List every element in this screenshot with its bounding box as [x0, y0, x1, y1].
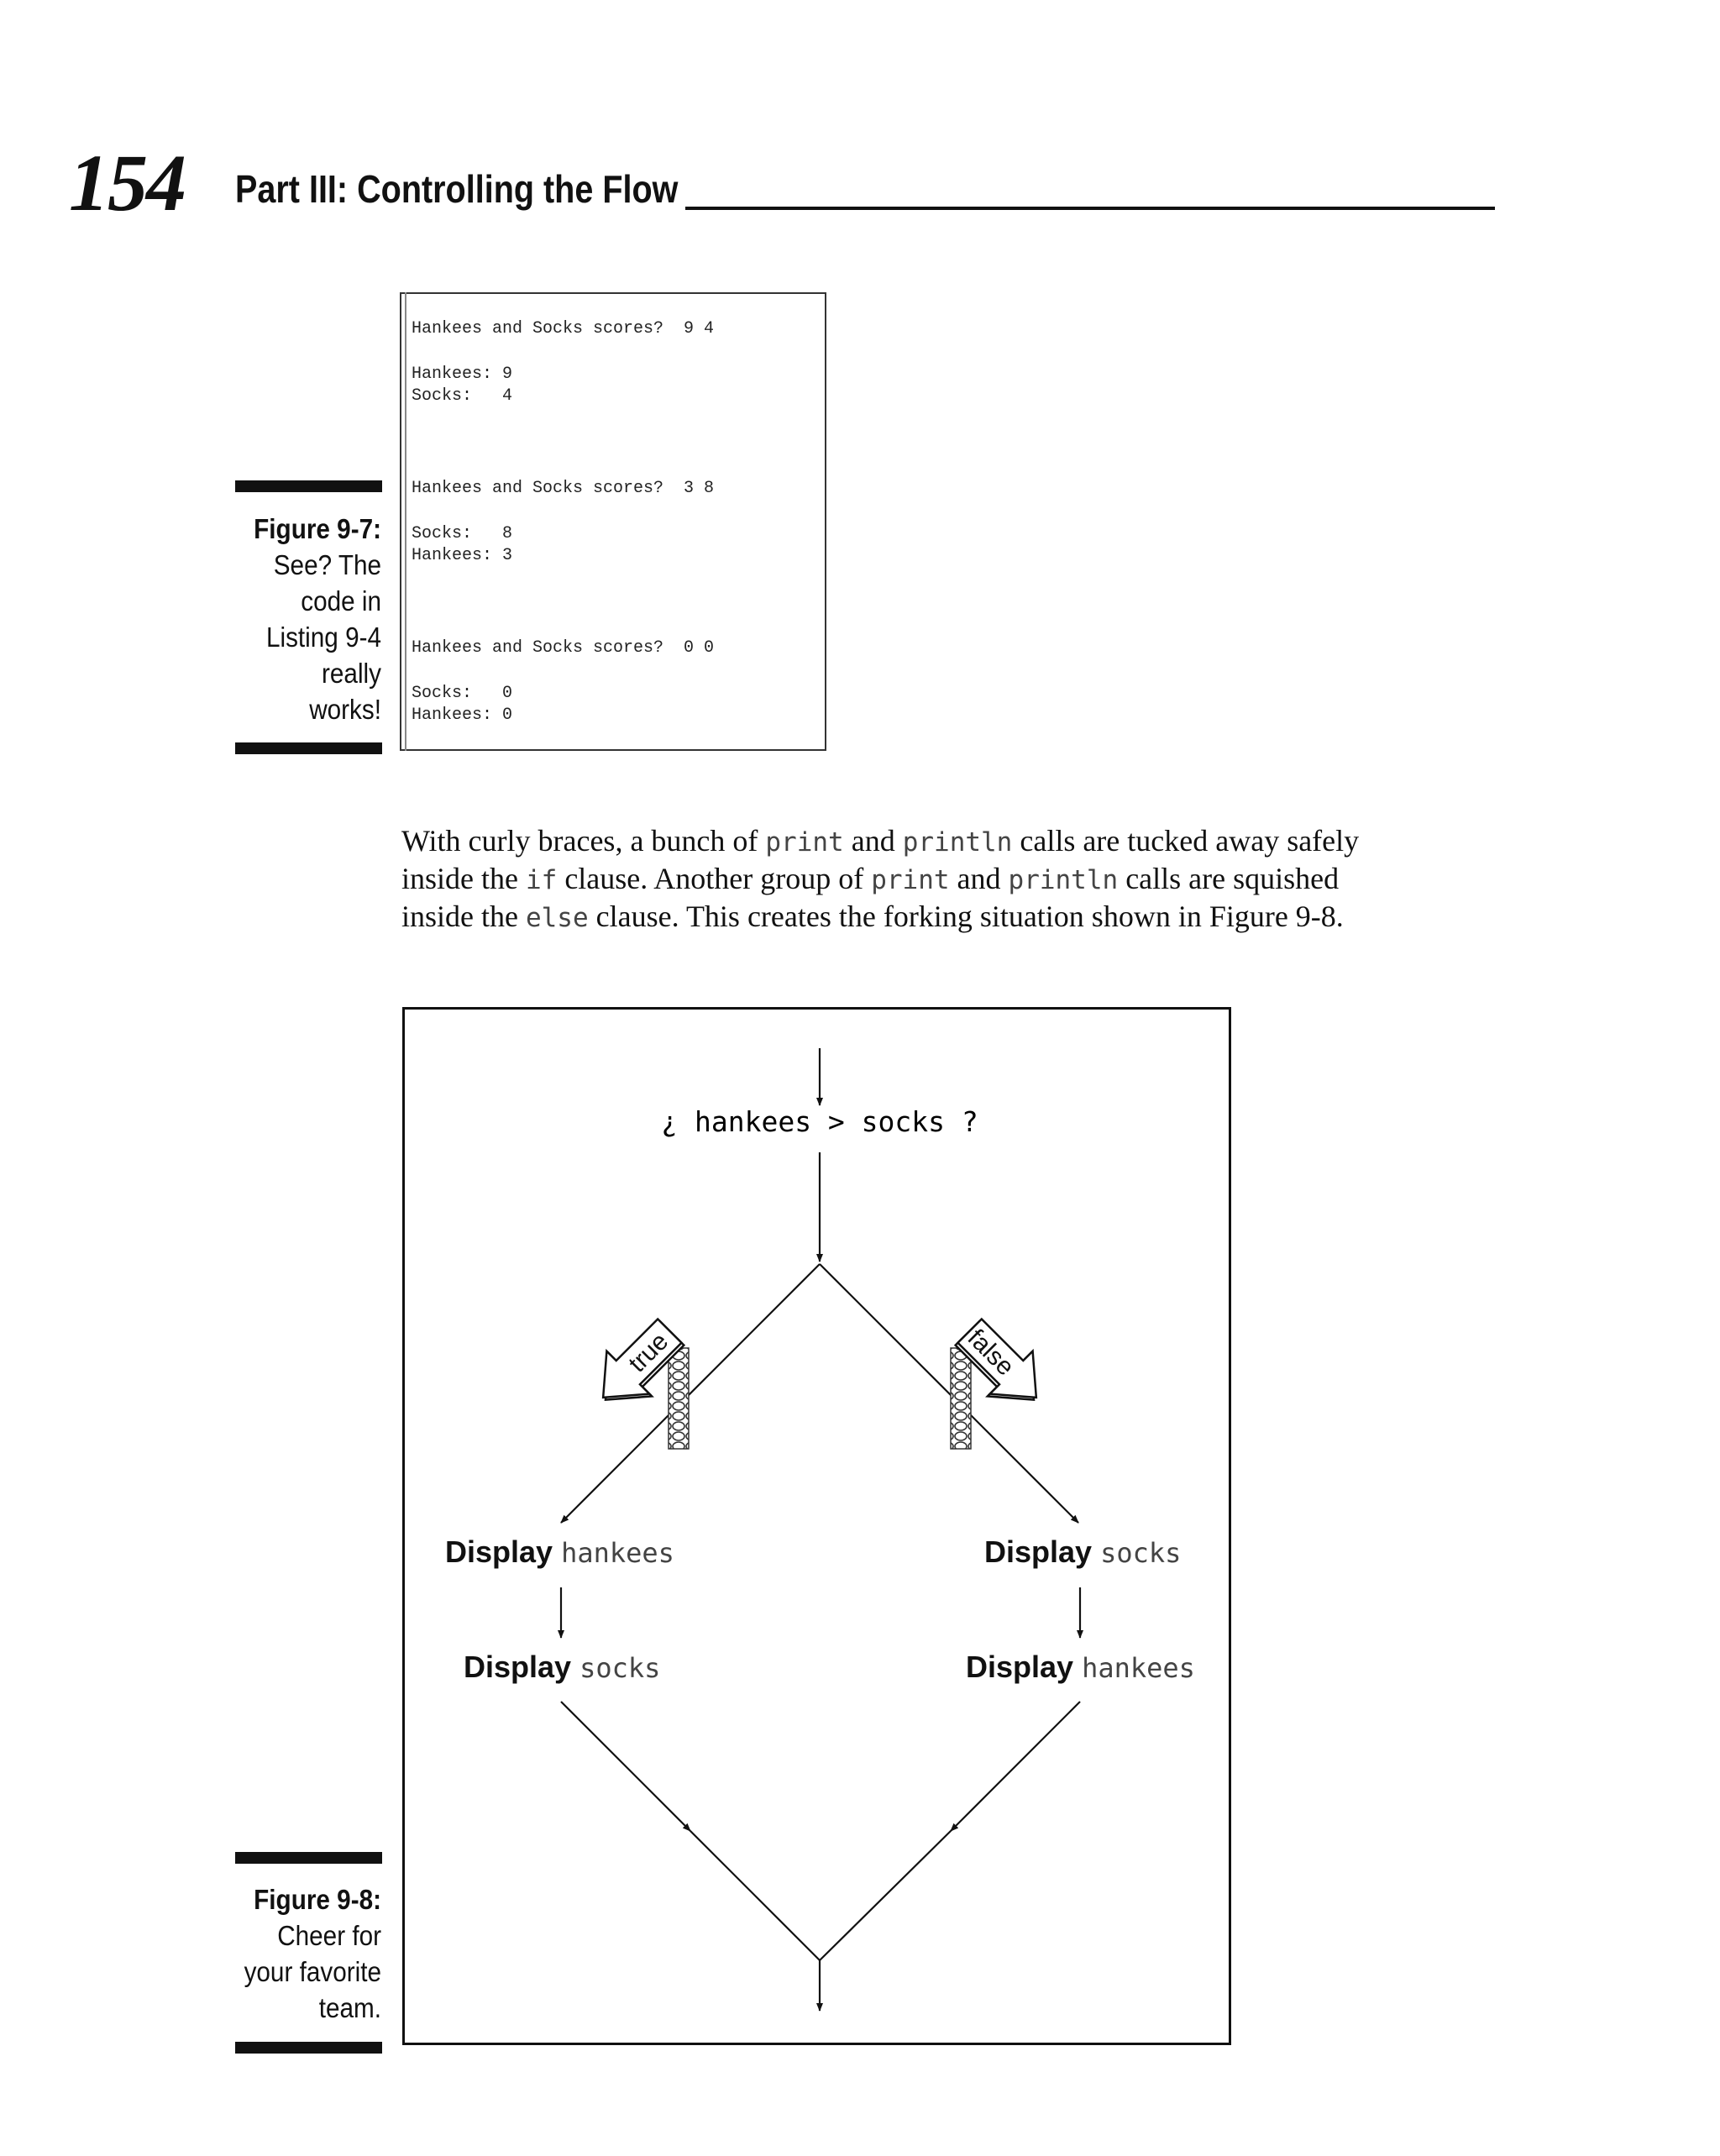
console-line: Hankees: 0 — [412, 706, 513, 725]
header-rule — [685, 207, 1495, 210]
caption-line: code in — [301, 585, 381, 616]
running-head: Part III: Controlling the Flow — [235, 167, 679, 211]
console-window-edge — [400, 292, 406, 751]
paragraph-line: With curly braces, a bunch of print and … — [401, 824, 1360, 858]
console-line: Hankees and Socks scores? 0 0 — [412, 638, 715, 658]
right-step-1: Display socks — [984, 1534, 1182, 1569]
figure-label: Figure 9-8: — [254, 1884, 381, 1915]
caption-bar-top — [235, 480, 382, 492]
flowchart-frame — [402, 1007, 1231, 2045]
figure-9-8-caption: Figure 9-8: Cheer for your favorite team… — [227, 1881, 381, 2026]
caption-line: really — [322, 658, 381, 689]
console-line: Socks: 8 — [412, 524, 513, 543]
false-branch-line — [819, 1263, 1079, 1524]
false-sign-spring — [950, 1347, 972, 1450]
body-paragraph: With curly braces, a bunch of print and … — [401, 823, 1510, 936]
paragraph-line: inside the else clause. This creates the… — [401, 900, 1344, 933]
caption-line: your favorite — [244, 1956, 381, 1987]
figure-9-7-caption: Figure 9-7: See? The code in Listing 9-4… — [227, 511, 381, 727]
condition-text: ¿ hankees > socks ? — [661, 1105, 978, 1138]
caption-bar-bottom — [235, 742, 382, 754]
caption-line: See? The — [273, 549, 381, 580]
page-number: 154 — [69, 138, 186, 228]
caption-line: works! — [309, 694, 381, 725]
caption-line: Cheer for — [277, 1920, 381, 1951]
console-line: Hankees and Socks scores? 9 4 — [412, 319, 715, 338]
caption-bar-bottom — [235, 2042, 382, 2054]
left-merge-arrow — [560, 1701, 691, 1832]
console-line: Hankees: 9 — [412, 365, 513, 384]
right-step-2: Display hankees — [966, 1650, 1195, 1684]
console-line: Socks: 4 — [412, 386, 513, 406]
true-sign-spring — [668, 1347, 690, 1450]
left-step-1: Display hankees — [445, 1534, 674, 1569]
console-line: Hankees: 3 — [412, 546, 513, 565]
caption-bar-top — [235, 1852, 382, 1864]
right-merge-arrow — [950, 1701, 1081, 1832]
paragraph-line: inside the if clause. Another group of p… — [401, 862, 1340, 895]
true-branch-line — [560, 1263, 821, 1524]
left-merge-line — [690, 1830, 821, 1961]
console-screenshot: Hankees and Socks scores? 9 4 Hankees: 9… — [400, 292, 826, 751]
caption-line: Listing 9-4 — [265, 622, 381, 653]
figure-label: Figure 9-7: — [254, 513, 381, 544]
caption-line: team. — [318, 1992, 381, 2023]
right-merge-line — [819, 1830, 952, 1961]
console-line: Socks: 0 — [412, 684, 513, 703]
console-line: Hankees and Socks scores? 3 8 — [412, 479, 715, 498]
left-step-2: Display socks — [464, 1650, 661, 1684]
